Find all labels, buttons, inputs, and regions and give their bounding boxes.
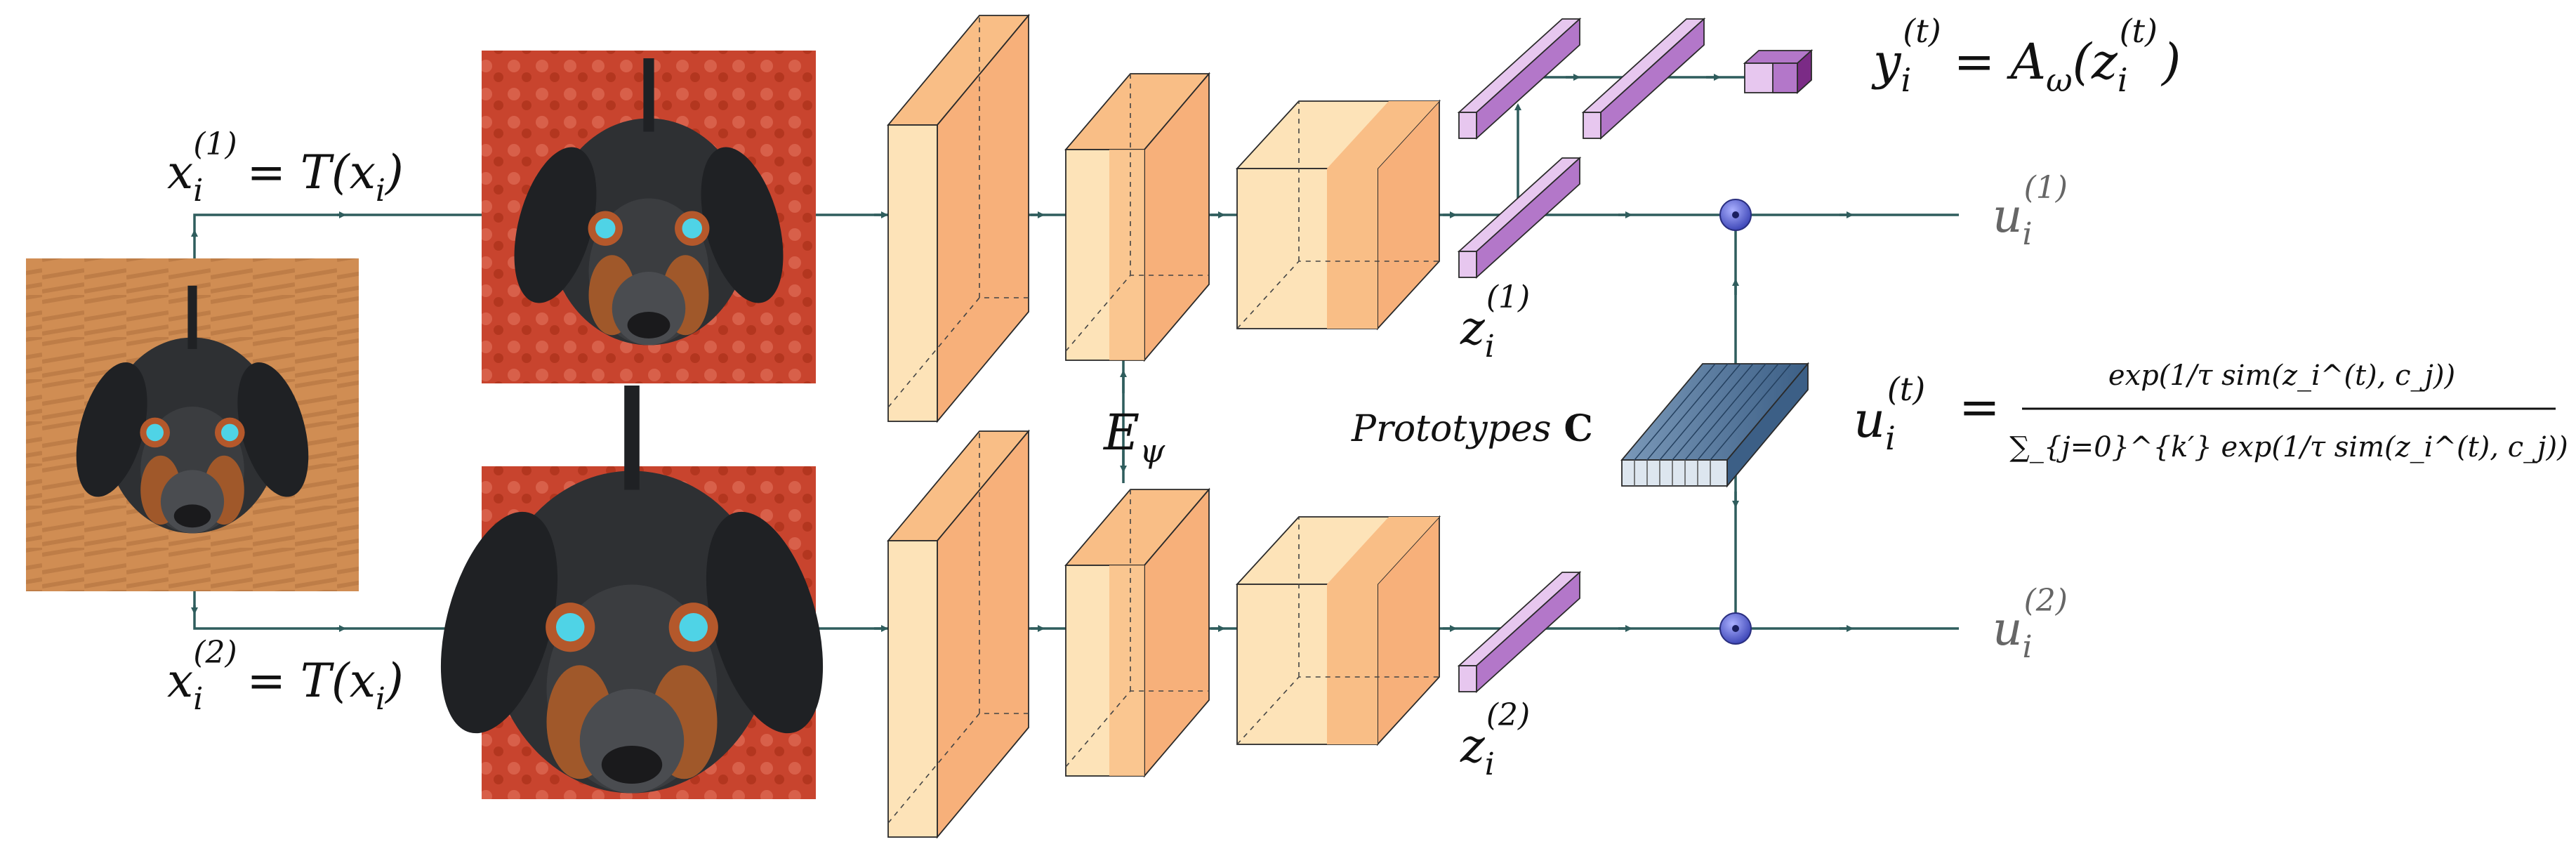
swap-node-bottom-dot <box>1732 625 1739 632</box>
formula-u-denominator: ∑_{j=0}^{k′} exp(1/τ sim(z_i^(t), c_j)) <box>2009 431 2568 463</box>
dog-photo-augmented-1-icon <box>482 51 816 383</box>
projection-bar-z1 <box>1457 156 1582 279</box>
swap-node-top-dot <box>1732 211 1739 218</box>
label-view1: xi(1)= T(xi) <box>167 126 404 209</box>
conv-block-top-3 <box>1235 99 1441 331</box>
dog-photo-augmented-2-icon <box>419 386 845 799</box>
conv-block-bottom-1 <box>887 429 1030 839</box>
projection-heads <box>1457 17 1814 694</box>
label-u1: ui(1) <box>1993 170 2068 252</box>
encoder-bottom <box>887 429 1441 839</box>
formula-u-lhs: ui(t) <box>1854 370 1925 457</box>
conv-block-top-2 <box>1064 72 1210 362</box>
label-z1: zi(1) <box>1460 279 1530 364</box>
dog-photo-original-icon <box>26 258 359 591</box>
projection-bar-upper <box>1457 17 1582 140</box>
formula-u-equals: = <box>1959 379 2000 436</box>
conv-block-top-1 <box>887 13 1030 423</box>
assignment-output-cube <box>1743 48 1814 95</box>
label-u2: ui(2) <box>1993 583 2068 665</box>
projection-bar-z2 <box>1457 570 1582 694</box>
label-z2: zi(2) <box>1460 697 1530 782</box>
formula-u-numerator: exp(1/τ sim(z_i^(t), c_j)) <box>2108 360 2455 392</box>
prototypes-matrix <box>1620 362 1809 488</box>
label-view2: xi(2)= T(xi) <box>167 635 404 717</box>
projection-bar-middle <box>1581 17 1706 140</box>
conv-block-bottom-3 <box>1235 515 1441 746</box>
formula-soft-assignment: ui(t) = exp(1/τ sim(z_i^(t), c_j)) ∑_{j=… <box>1854 360 2568 463</box>
flow-to-view1 <box>193 213 484 260</box>
encoder-top <box>887 13 1441 423</box>
flow-to-view2 <box>193 583 484 630</box>
formula-assignment: yi(t)= Aω(zi(t)) <box>1871 12 2181 99</box>
label-encoder: Eψ <box>1102 404 1165 470</box>
conv-block-bottom-2 <box>1064 487 1210 778</box>
